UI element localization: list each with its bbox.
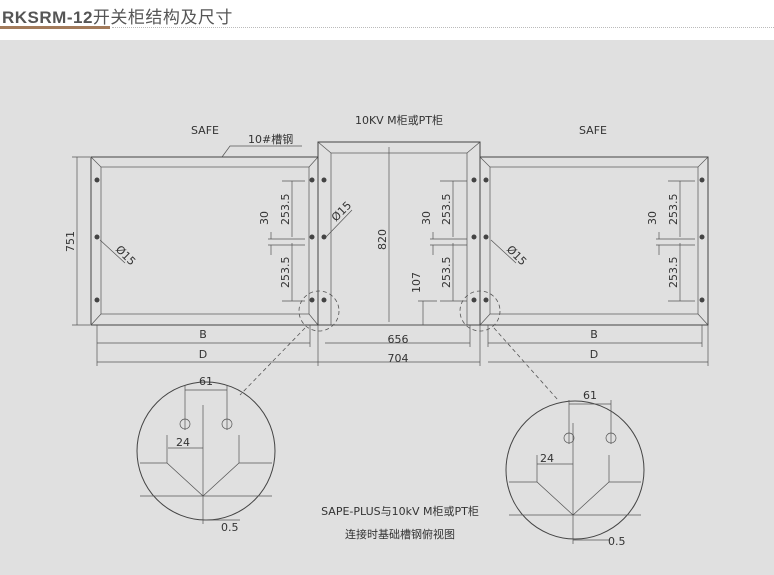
dim-D: D [199,348,207,361]
dim-820: 820 [376,229,389,250]
dim-253-5: 253.5 [279,257,292,289]
detail-dim-61: 61 [583,389,597,402]
caption-line-1: SAPE-PLUS与10kV M柜或PT柜 [321,505,479,518]
dim-253-5: 253.5 [440,257,453,289]
detail-dim-61: 61 [199,375,213,388]
dim-253-5: 253.5 [667,194,680,226]
left-cabinet-label: SAFE [191,124,219,137]
dim-656: 656 [388,333,409,346]
detail-dim-0-5: 0.5 [608,535,626,548]
dim-107: 107 [410,272,423,293]
detail-right [505,400,645,544]
title-divider [112,27,774,28]
dim-253-5: 253.5 [667,257,680,289]
drawing-panel [0,40,774,575]
right-cabinet-label: SAFE [579,124,607,137]
detail-dim-24: 24 [540,452,554,465]
channel-steel-label: 10#槽钢 [248,133,293,146]
dim-D: D [590,348,598,361]
hole-dia: Ø15 [504,243,529,268]
right-frame [479,156,709,326]
dim-B: B [199,328,207,341]
dim-30: 30 [420,211,433,225]
dim-751: 751 [64,231,77,252]
dim-B: B [590,328,598,341]
detail-left [136,381,276,524]
left-frame [90,156,319,326]
hole-dia: Ø15 [329,199,354,224]
bolt-holes [94,177,705,303]
middle-cabinet-label: 10KV M柜或PT柜 [355,114,443,127]
detail-dim-0-5: 0.5 [221,521,239,534]
dim-253-5: 253.5 [279,194,292,226]
detail-dim-24: 24 [176,436,190,449]
title-underline [0,26,110,29]
dim-253-5: 253.5 [440,194,453,226]
middle-frame [317,141,481,326]
hole-dia: Ø15 [113,243,138,268]
dim-30: 30 [258,211,271,225]
caption-line-2: 连接时基础槽钢俯视图 [345,527,455,541]
dim-30: 30 [646,211,659,225]
page-title: RKSRM-12开关柜结构及尺寸 [2,8,233,27]
dim-704: 704 [388,352,409,365]
